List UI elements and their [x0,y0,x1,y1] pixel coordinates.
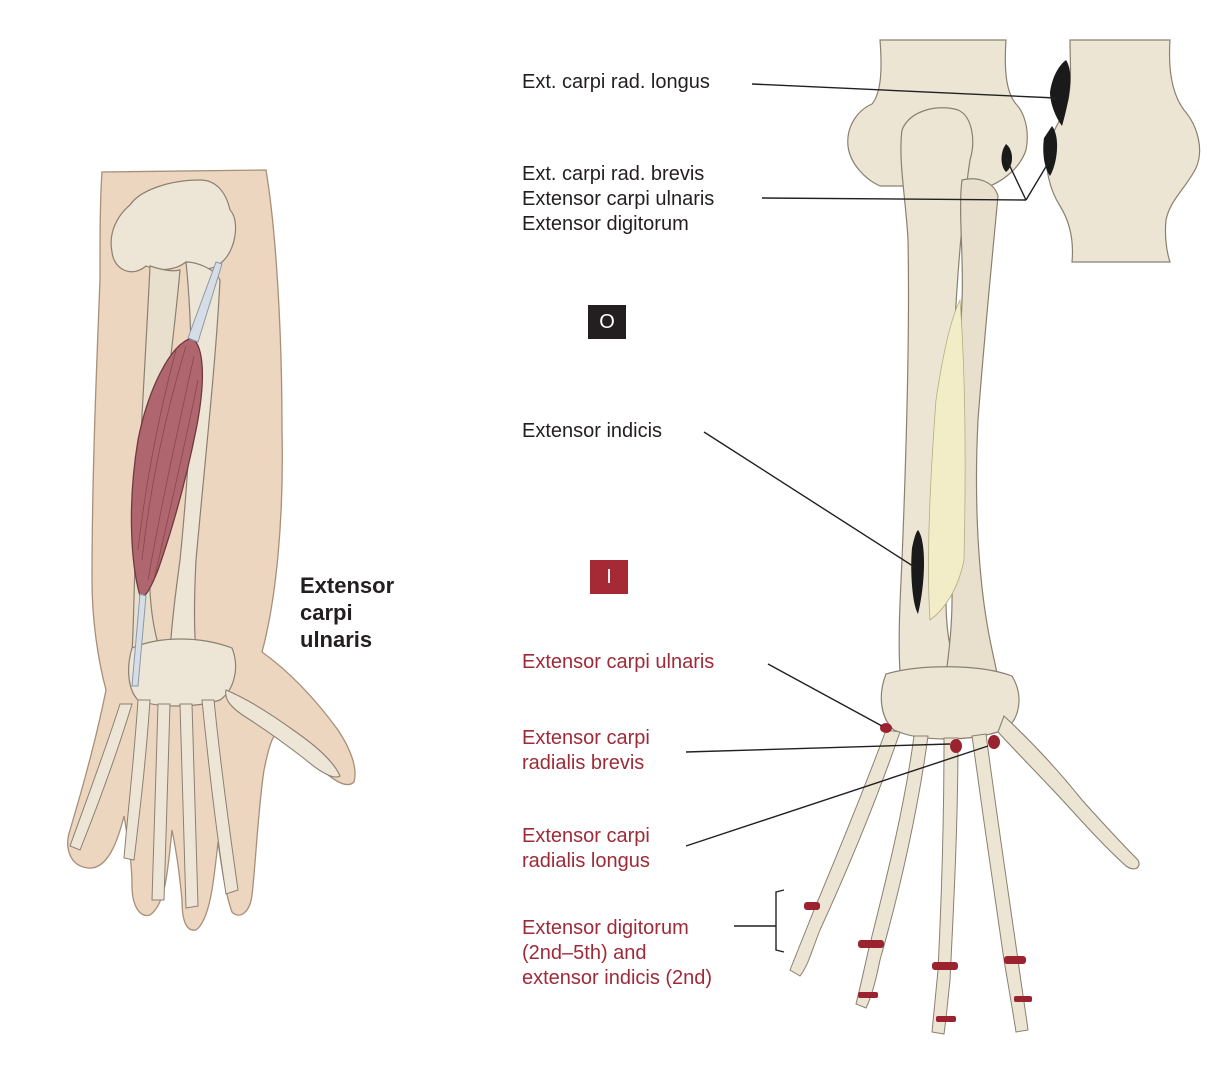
insertion-mark-digit-4 [1004,956,1026,964]
insertion-label-digitorum-1: Extensor digitorum [522,917,689,939]
muscle-title-line-2: carpi [300,600,353,625]
right-finger-bones [789,729,1029,1035]
muscle-tendon-origin [187,261,223,343]
insertion-badge: I [590,560,628,594]
insertion-label-ecu: Extensor carpi ulnaris [522,651,715,673]
origin-label-ecr-brevis: Ext. carpi rad. brevis [522,163,705,185]
muscle-tendon-insertion [131,593,147,687]
origin-label-ecr-longus: Ext. carpi rad. longus [522,71,710,93]
leader-extensor-indicis [703,431,917,569]
insertion-mark-digit-1 [804,902,820,910]
leader-common-origin [761,157,1051,201]
insertion-mark-digit-6 [936,1016,956,1022]
leader-ins-digitorum [734,889,785,953]
left-finger-bones [69,699,239,909]
left-carpals [128,638,237,707]
leader-ins-ecr-brevis [685,743,951,753]
origin-mark-extensor-indicis [911,530,924,614]
origin-mark-ecr-longus [1050,60,1071,126]
left-thumb-bones [225,689,341,778]
insertion-mark-ecr-brevis [950,739,962,753]
interosseous-membrane [927,298,966,621]
origin-badge: O [588,305,626,339]
right-forearm-skeleton [789,39,1201,1035]
left-forearm-illustration [67,169,356,931]
insertion-mark-digit-5 [858,992,878,998]
muscle-title: Extensor carpi ulnaris [300,572,394,653]
origin-label-ecu: Extensor carpi ulnaris [522,188,715,210]
leader-ins-ecr-longus [685,745,989,847]
insertion-mark-digit-7 [1014,996,1032,1002]
muscle-title-line-1: Extensor [300,573,395,598]
origin-label-ext-indicis: Extensor indicis [522,420,663,442]
insertion-marks [804,723,1032,1022]
muscle-fibers [137,345,199,581]
leader-ins-ecu [767,663,883,727]
insertion-mark-digit-2 [858,940,884,948]
muscle-title-line-3: ulnaris [300,627,373,652]
insertion-mark-digit-3 [932,962,958,970]
insertion-label-digitorum-2: (2nd–5th) and [522,942,647,964]
leader-lines [685,83,1057,953]
right-thumb-bones [997,715,1140,870]
insertion-mark-ecr-longus [988,735,1000,749]
insertion-label-ecr-brevis-1: Extensor carpi [522,727,650,749]
insertion-label-digitorum-3: extensor indicis (2nd) [522,967,713,989]
extensor-carpi-ulnaris-muscle [130,337,204,598]
origin-marks [911,60,1071,614]
origin-label-ext-digitorum: Extensor digitorum [522,213,689,235]
right-carpals [880,666,1020,740]
insertion-label-ecr-brevis-2: radialis brevis [522,752,645,774]
leader-ecr-longus [751,83,1057,99]
origin-mark-common-lateral [1043,126,1058,176]
insertion-label-ecr-longus-2: radialis longus [522,850,650,872]
insertion-label-ecr-longus-1: Extensor carpi [522,825,650,847]
insertion-mark-ecu [880,723,892,733]
